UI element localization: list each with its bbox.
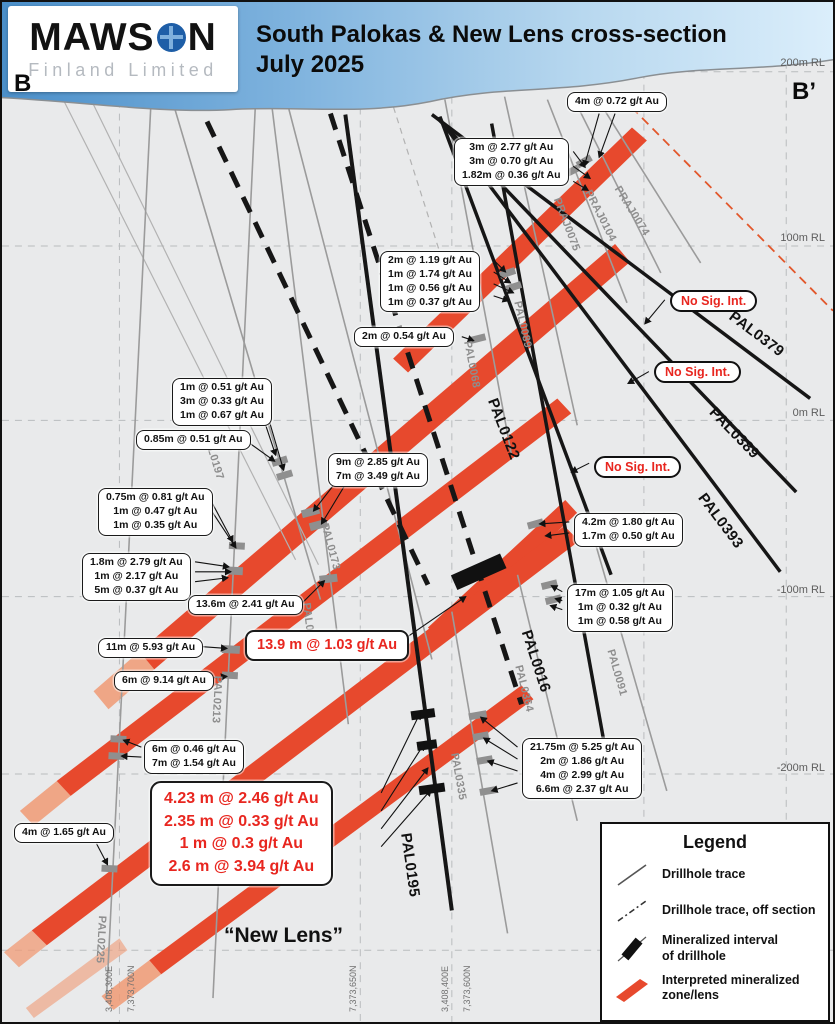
logo-subtitle: Finland Limited <box>28 59 218 80</box>
zone-south-palokas-2 <box>56 398 572 796</box>
logo-wordmark: MAWS N <box>29 18 217 57</box>
assay-callout: 3m @ 2.77 g/t Au 3m @ 0.70 g/t Au 1.82m … <box>454 138 569 186</box>
assay-callout: 9m @ 2.85 g/t Au 7m @ 3.49 g/t Au <box>328 453 428 487</box>
no-sig-int-badge: No Sig. Int. <box>594 456 682 478</box>
faint-traces <box>61 96 459 566</box>
elevation-label: -200m RL <box>776 762 825 774</box>
legend-item-label: Mineralized interval of drillhole <box>662 933 779 963</box>
elevation-label: 200m RL <box>780 57 825 69</box>
no-sig-int-badge: No Sig. Int. <box>670 290 758 312</box>
coordinate-label: 7,373,600N <box>462 965 472 1012</box>
section-marker-b: B <box>14 70 32 97</box>
elevation-label: 0m RL <box>792 407 825 419</box>
assay-callout: 6m @ 0.46 g/t Au 7m @ 1.54 g/t Au <box>144 740 244 774</box>
highlight-assay-callout: 13.9 m @ 1.03 g/t Au <box>245 630 410 662</box>
assay-callout: 0.85m @ 0.51 g/t Au <box>136 430 251 450</box>
trace-pal0393 <box>441 122 782 573</box>
no-sig-int-badge: No Sig. Int. <box>654 361 742 383</box>
new-lens-label: “New Lens” <box>224 924 344 947</box>
trace-praj0104 <box>573 99 662 274</box>
assay-callout: 13.6m @ 2.41 g/t Au <box>188 595 303 615</box>
assay-callout: 2m @ 1.19 g/t Au 1m @ 1.74 g/t Au 1m @ 0… <box>380 251 480 313</box>
mawson-o-target-icon <box>156 22 186 52</box>
title-line-1: South Palokas & New Lens cross-section <box>256 21 727 48</box>
mineralized-zone-icon <box>616 979 648 1003</box>
trace-pal0122 <box>438 115 613 576</box>
assay-callout: 1.8m @ 2.79 g/t Au 1m @ 2.17 g/t Au 5m @… <box>82 553 191 601</box>
annotation-arrows <box>96 113 666 866</box>
legend-item: Drillhole trace, off section <box>612 897 818 925</box>
legend-title: Legend <box>682 832 747 852</box>
assay-callout: 1m @ 0.51 g/t Au 3m @ 0.33 g/t Au 1m @ 0… <box>172 378 272 426</box>
legend-item-label: Drillhole trace <box>662 867 746 882</box>
trace-pal0225 <box>105 96 153 999</box>
assay-callout: 21.75m @ 5.25 g/t Au 2m @ 1.86 g/t Au 4m… <box>522 738 643 800</box>
trace-off-section-orange <box>620 95 833 312</box>
drillhole-trace-off-section-icon <box>617 900 647 922</box>
coordinate-label: 7,373,700N <box>126 965 136 1012</box>
coordinate-label: 7,373,650N <box>348 965 358 1012</box>
coordinate-label: 3,408,300E <box>104 965 114 1012</box>
trace-pal0195 <box>343 114 454 911</box>
assay-callout: 11m @ 5.93 g/t Au <box>98 638 204 658</box>
trace-praj0074 <box>598 101 702 264</box>
mineralized-interval-icon <box>617 936 647 962</box>
zone-fade <box>19 780 71 826</box>
drillhole-label-pal0225: PAL0225 <box>93 915 108 964</box>
zone-fade <box>25 938 128 1019</box>
section-marker-b-prime: B’ <box>792 78 816 105</box>
trace-pal0335 <box>451 611 509 934</box>
assay-callout: 17m @ 1.05 g/t Au 1m @ 0.32 g/t Au 1m @ … <box>567 584 673 632</box>
zone-new-lens-2 <box>149 685 534 975</box>
trace-off-section-a <box>204 120 431 586</box>
legend-item: Mineralized interval of drillhole <box>612 933 818 964</box>
legend: Legend Drillhole trace Drillhole trace, … <box>600 822 830 1022</box>
assay-callout: 2m @ 0.54 g/t Au <box>354 327 454 347</box>
logo-text-right: N <box>187 15 217 59</box>
title-line-2: July 2025 <box>256 51 365 78</box>
legend-item: Interpreted mineralized zone/lens <box>612 972 818 1004</box>
figure-title: South Palokas & New Lens cross-section J… <box>256 20 727 80</box>
assay-callout: 4.2m @ 1.80 g/t Au 1.7m @ 0.50 g/t Au <box>574 513 683 547</box>
legend-item: Drillhole trace <box>612 861 818 889</box>
trace-pal0197 <box>170 96 322 600</box>
zone-fade <box>3 930 47 968</box>
assay-callout: 4m @ 0.72 g/t Au <box>567 92 667 112</box>
assay-callout: 6m @ 9.14 g/t Au <box>114 671 214 691</box>
legend-item-label: Interpreted mineralized zone/lens <box>662 972 800 1003</box>
zone-fade <box>101 960 162 1011</box>
coordinate-label: 3,408,400E <box>440 965 450 1012</box>
trace-off-section-b <box>328 112 524 706</box>
trace-praj0075 <box>546 99 628 304</box>
logo-text-left: MAWS <box>29 15 155 59</box>
elevation-label: 100m RL <box>780 232 825 244</box>
trace-pal0016 <box>489 123 613 782</box>
highlight-assay-callout: 4.23 m @ 2.46 g/t Au 2.35 m @ 0.33 g/t A… <box>150 781 333 886</box>
trace-pal0290 <box>269 96 350 725</box>
assay-callout: 4m @ 1.65 g/t Au <box>14 823 114 843</box>
surface-line <box>2 59 833 112</box>
mawson-logo: MAWS N Finland Limited <box>8 6 238 92</box>
legend-item-label: Drillhole trace, off section <box>662 903 816 918</box>
assay-callout: 0.75m @ 0.81 g/t Au 1m @ 0.47 g/t Au 1m … <box>98 488 213 536</box>
elevation-label: -100m RL <box>776 584 825 596</box>
drillhole-trace-icon <box>617 864 647 886</box>
